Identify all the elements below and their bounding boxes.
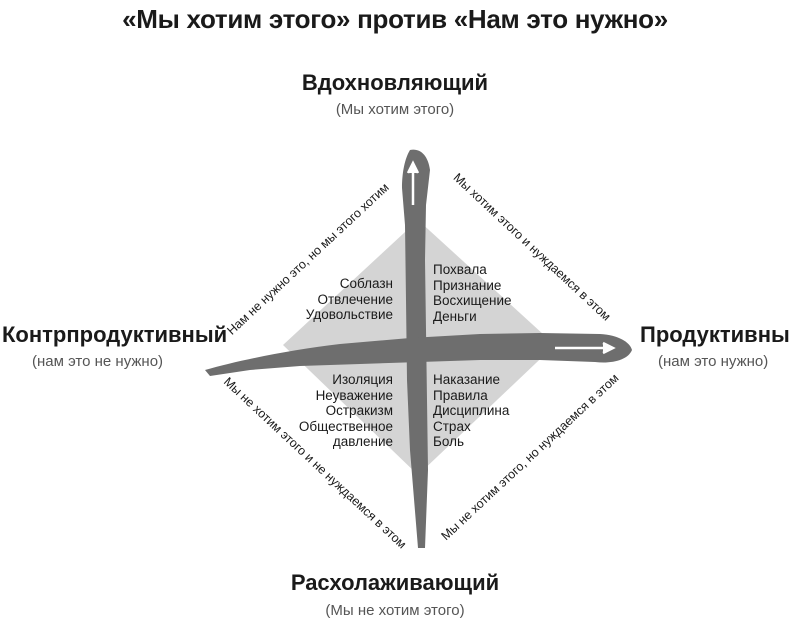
list-item: Удовольствие xyxy=(305,307,393,322)
list-item: Боль xyxy=(433,434,464,449)
list-item: давление xyxy=(332,434,393,449)
axis-bottom-label: Расхолаживающий xyxy=(290,570,500,595)
list-item: Дисциплина xyxy=(433,403,510,418)
quadrant-top-right: Похвала Признание Восхищение Деньги xyxy=(433,262,512,324)
list-item: Страх xyxy=(433,418,471,434)
right-arrow xyxy=(555,341,616,355)
axis-left-sub: (нам это не нужно) xyxy=(32,353,164,370)
list-item: Неуважение xyxy=(315,387,393,403)
axis-right-sub: (нам это нужно) xyxy=(658,353,769,370)
axis-top-label: Вдохновляющий xyxy=(301,70,489,95)
up-arrow xyxy=(406,160,420,205)
list-item: Изоляция xyxy=(332,372,393,387)
list-item: Соблазн xyxy=(339,276,393,291)
quadrant-top-left: Соблазн Отвлечение Удовольствие xyxy=(300,276,393,323)
axis-top-sub: (Мы хотим этого) xyxy=(335,101,455,118)
axis-left-label: Контрпродуктивный xyxy=(2,322,228,347)
list-item: Похвала xyxy=(433,262,487,277)
axis-bottom-sub: (Мы не хотим этого) xyxy=(325,602,465,619)
list-item: Остракизм xyxy=(325,403,393,418)
list-item: Общественное xyxy=(298,418,393,434)
list-item: Признание xyxy=(433,277,502,293)
quadrant-bottom-right: Наказание Правила Дисциплина Страх Боль xyxy=(433,372,509,450)
horizontal-axis-stroke xyxy=(205,333,632,376)
list-item: Деньги xyxy=(433,308,477,324)
list-item: Восхищение xyxy=(433,293,512,308)
list-item: Правила xyxy=(433,387,488,403)
axis-right-label: Продуктивный xyxy=(640,322,790,347)
quadrant-bottom-left: Изоляция Неуважение Остракизм Общественн… xyxy=(290,372,393,450)
page-title: «Мы хотим этого» против «Нам это нужно» xyxy=(122,4,668,34)
list-item: Отвлечение xyxy=(317,291,393,307)
list-item: Наказание xyxy=(433,372,501,387)
